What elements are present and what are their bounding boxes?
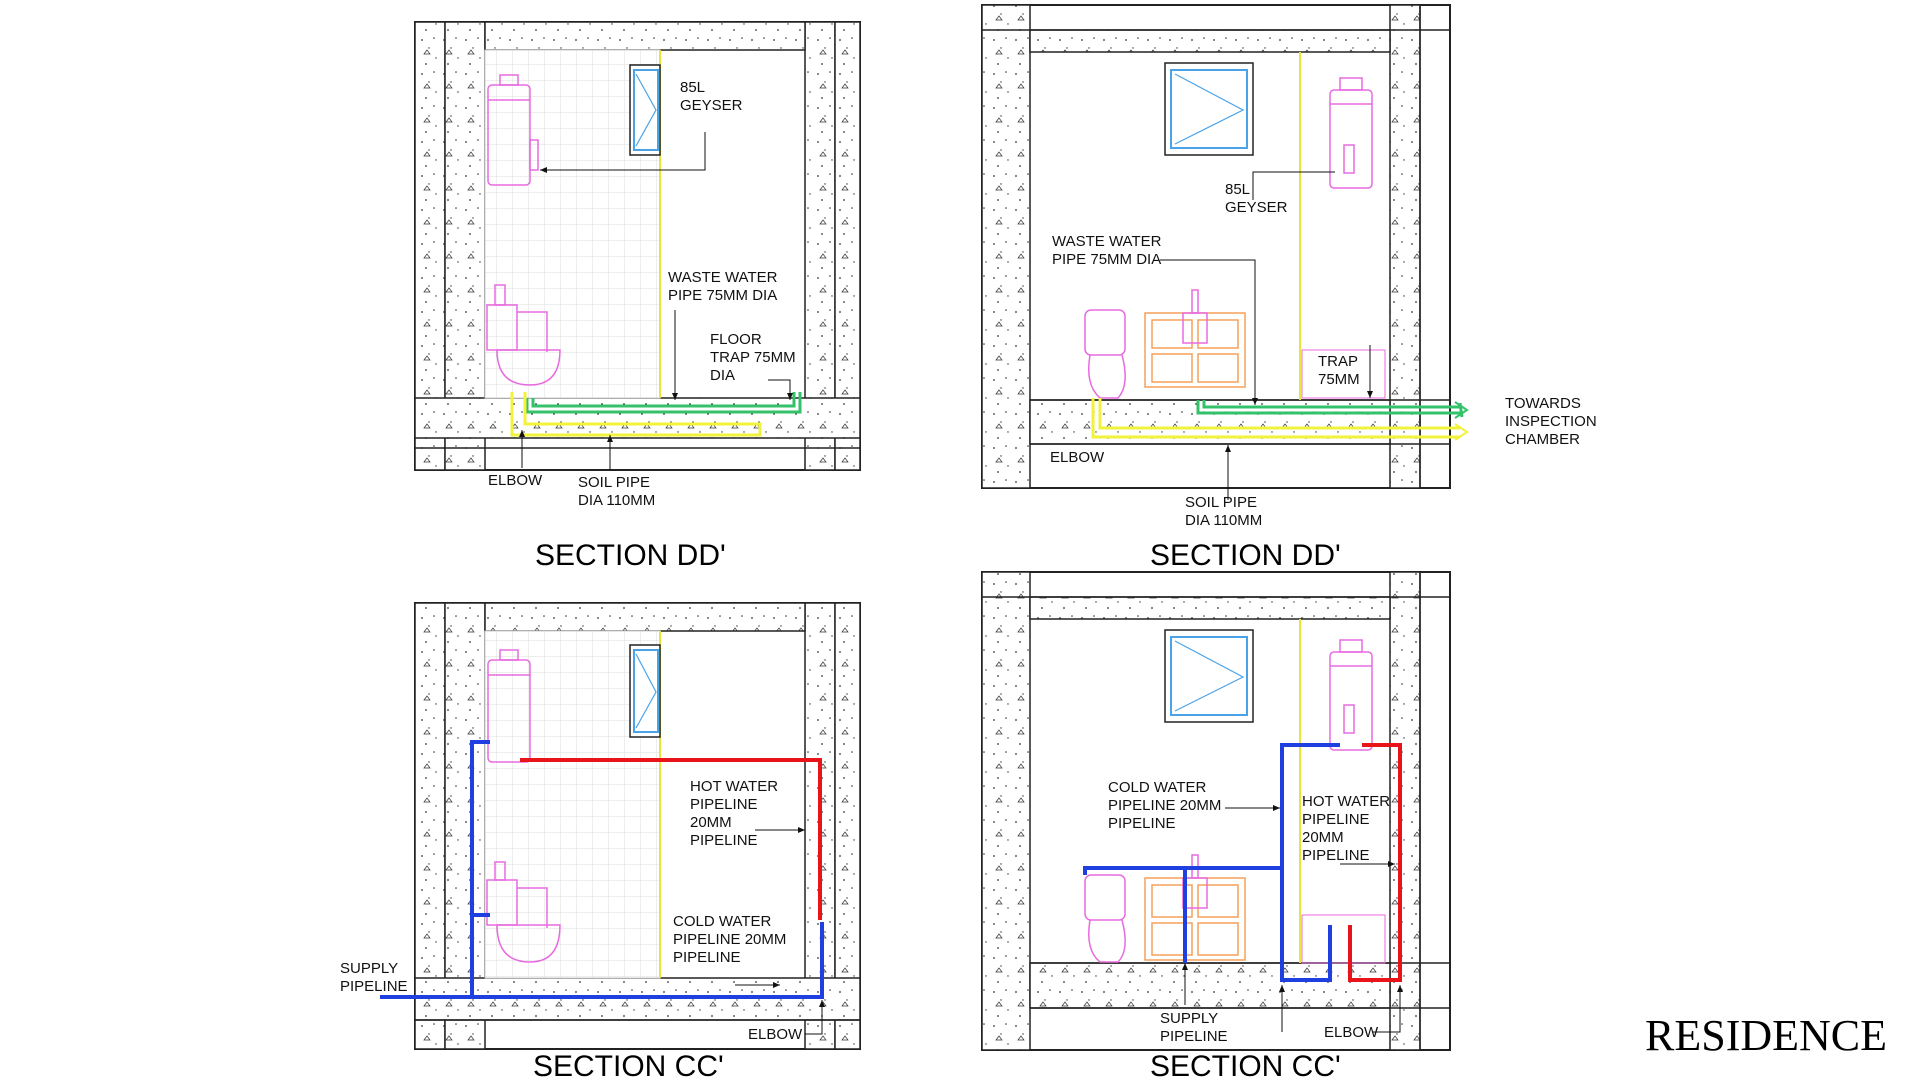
wash-basin-icon (486, 284, 561, 386)
soil-pipe-label-2: DIA 110MM (578, 492, 655, 509)
section-title: SECTION DD' (1150, 539, 1341, 572)
geyser-label-2: GEYSER (680, 97, 743, 114)
hot-water-label-4: PIPELINE (690, 832, 758, 849)
panel-section-dd-1: 85L GEYSER WASTE WATER PIPE 75MM DIA FLO… (414, 21, 861, 572)
floor-trap-label-1: FLOOR (710, 331, 762, 348)
cold-water-pipeline (1083, 743, 1340, 982)
hot-water-label-3: 20MM (690, 814, 732, 831)
cold-water-label-1: COLD WATER (1108, 779, 1207, 796)
waste-pipe-label-1: WASTE WATER (668, 269, 778, 286)
soil-pipe (510, 392, 762, 437)
elbow-label: ELBOW (1050, 449, 1105, 466)
trap-label-1: TRAP (1318, 353, 1358, 370)
brand-label: RESIDENCE (1645, 1011, 1887, 1060)
geyser-icon (1329, 77, 1373, 189)
floor-trap-label-2: TRAP 75MM (710, 349, 796, 366)
hot-water-label-4: PIPELINE (1302, 847, 1370, 864)
geyser-icon (487, 649, 531, 763)
panel-section-cc-1: HOT WATER PIPELINE 20MM PIPELINE COLD WA… (340, 602, 861, 1083)
hot-water-label-3: 20MM (1302, 829, 1344, 846)
soil-pipe-label-2: DIA 110MM (1185, 512, 1262, 529)
floor-trap-label-3: DIA (710, 367, 735, 384)
wc-icon (1084, 874, 1126, 963)
cold-water-label-2: PIPELINE 20MM (673, 931, 786, 948)
geyser-label-1: 85L (1225, 181, 1250, 198)
supply-label-2: PIPELINE (1160, 1028, 1228, 1045)
hot-water-label-2: PIPELINE (1302, 811, 1370, 828)
cold-water-label-3: PIPELINE (1108, 815, 1176, 832)
hot-water-pipeline (520, 758, 822, 920)
soil-pipe-label-1: SOIL PIPE (1185, 494, 1257, 511)
section-title: SECTION DD' (535, 539, 726, 572)
geyser-icon (487, 74, 539, 186)
vanity-icon (1144, 877, 1246, 961)
soil-pipe-label-1: SOIL PIPE (578, 474, 650, 491)
towards-label-2: INSPECTION (1505, 413, 1597, 430)
hot-water-pipeline (1348, 743, 1402, 982)
waste-pipe-label-2: PIPE 75MM DIA (668, 287, 777, 304)
supply-label-1: SUPPLY (1160, 1010, 1218, 1027)
cold-water-label-3: PIPELINE (673, 949, 741, 966)
cold-water-pipeline (380, 740, 824, 999)
section-title: SECTION CC' (1150, 1050, 1341, 1080)
hot-water-label-2: PIPELINE (690, 796, 758, 813)
cold-water-label-1: COLD WATER (673, 913, 772, 930)
towards-label-1: TOWARDS (1505, 395, 1581, 412)
panel-section-dd-2: 85L GEYSER WASTE WATER PIPE 75MM DIA TRA… (981, 4, 1597, 572)
towards-label-3: CHAMBER (1505, 431, 1580, 448)
trap-label-2: 75MM (1318, 371, 1360, 388)
hot-water-label-1: HOT WATER (690, 778, 778, 795)
waste-pipe-label-2: PIPE 75MM DIA (1052, 251, 1161, 268)
wc-icon (1084, 309, 1126, 399)
supply-label-1: SUPPLY (340, 960, 398, 977)
hot-water-label-1: HOT WATER (1302, 793, 1390, 810)
elbow-label: ELBOW (748, 1026, 803, 1043)
elbow-label: ELBOW (1324, 1024, 1379, 1041)
soil-pipe (1091, 398, 1460, 439)
elbow-label: ELBOW (488, 472, 543, 489)
geyser-label-1: 85L (680, 79, 705, 96)
cold-water-label-2: PIPELINE 20MM (1108, 797, 1221, 814)
waste-water-pipe (525, 392, 802, 414)
wash-basin-icon (486, 861, 561, 963)
supply-label-2: PIPELINE (340, 978, 408, 995)
waste-pipe-label-1: WASTE WATER (1052, 233, 1162, 250)
geyser-icon (1329, 639, 1373, 751)
panel-section-cc-2: COLD WATER PIPELINE 20MM PIPELINE HOT WA… (981, 571, 1451, 1083)
section-title: SECTION CC' (533, 1050, 724, 1080)
vanity-icon (1144, 312, 1246, 388)
geyser-label-2: GEYSER (1225, 199, 1288, 216)
